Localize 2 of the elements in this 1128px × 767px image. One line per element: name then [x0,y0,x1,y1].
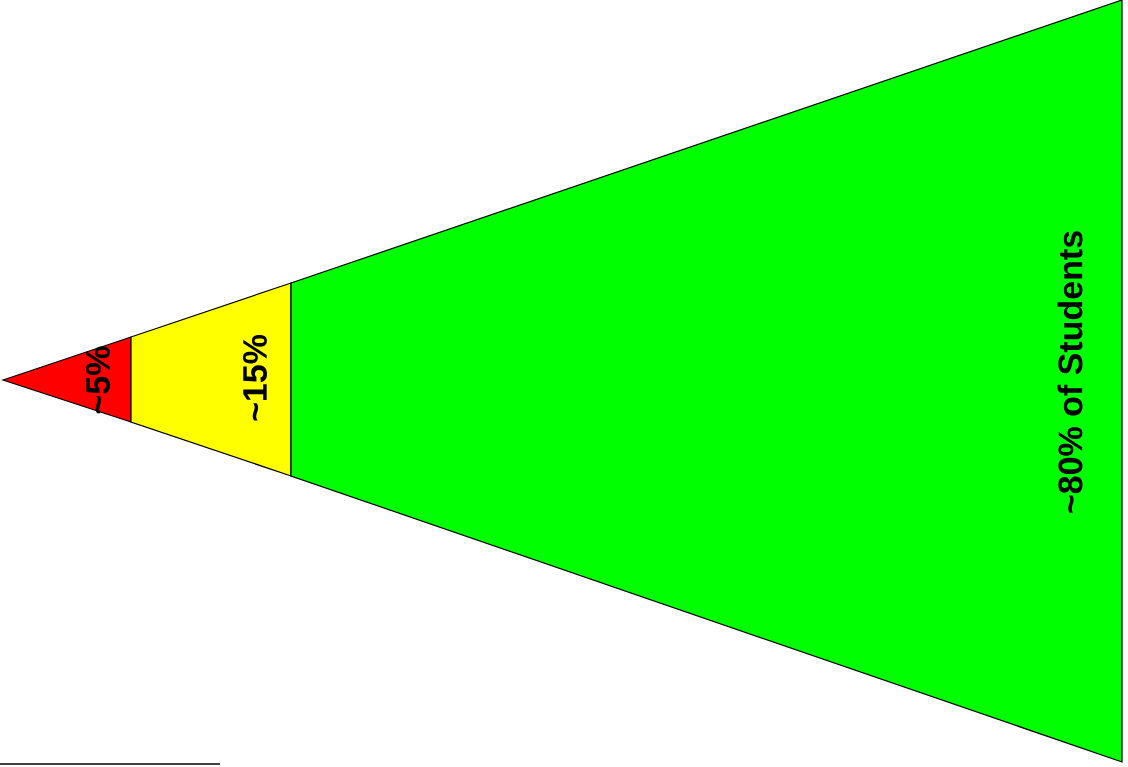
pyramid-tier: ~15% [130,282,292,477]
pyramid-tier: ~80% of Students [290,0,1123,763]
